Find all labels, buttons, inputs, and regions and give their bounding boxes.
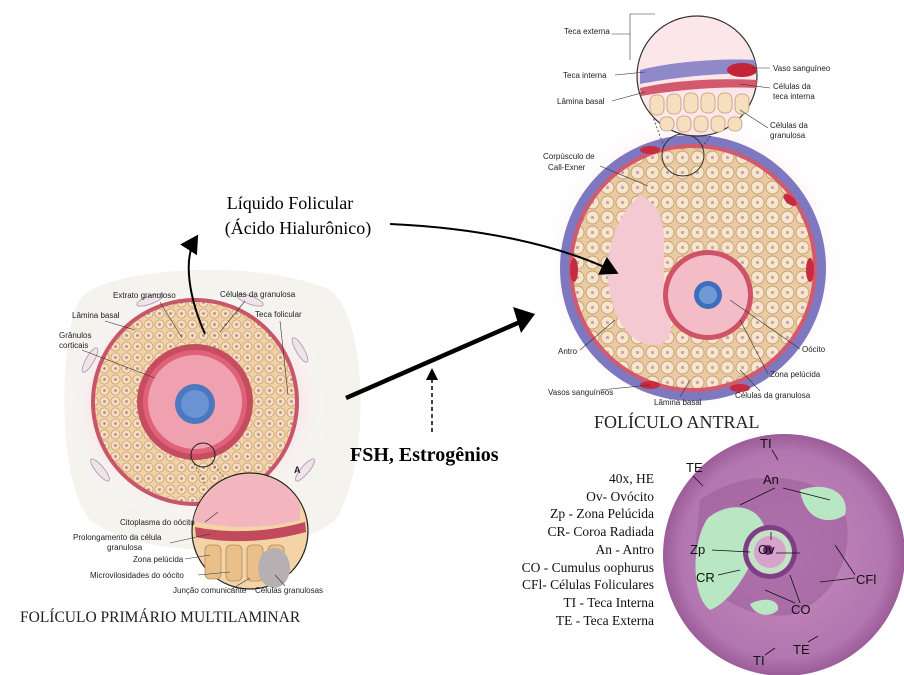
label-celulas-da-granulosa: Células da granulosa (735, 391, 811, 400)
legend-line: Ov- Ovócito (522, 488, 654, 506)
label-celulas-teca-2: teca interna (773, 92, 815, 101)
legend-line: CR- Coroa Radiada (522, 523, 654, 541)
legend-line: CO - Cumulus oophurus (522, 559, 654, 577)
label-celulas-gran-2: granulosa (770, 131, 806, 140)
label-granulos-2: corticais (59, 341, 88, 350)
label-antro: Antro (558, 347, 578, 356)
primary-inset (192, 473, 308, 589)
label-lamina-basal: Lâmina basal (72, 311, 120, 320)
legend-line: TI - Teca Interna (522, 594, 654, 612)
label-ov: Ov (758, 542, 775, 557)
legend-line: Zp - Zona Pelúcida (522, 505, 654, 523)
label-celulas-gran-1: Células da (770, 121, 808, 130)
label-te-top: TE (686, 460, 703, 475)
label-lamina-basal-top: Lâmina basal (557, 97, 605, 106)
label-prolongamento-1: Prolongamento da célula (73, 533, 162, 542)
label-ti-top: TI (760, 436, 772, 451)
label-zp: Zp (690, 542, 705, 557)
label-ti-bottom: TI (753, 653, 765, 668)
label-prolongamento-2: granulosa (107, 543, 143, 552)
label-teca-interna: Teca interna (563, 71, 607, 80)
label-extrato: Extrato granuloso (113, 291, 176, 300)
label-celulas-granulosa: Células da granulosa (220, 290, 296, 299)
abbreviation-legend: 40x, HE Ov- Ovócito Zp - Zona Pelúcida C… (522, 470, 654, 629)
label-celulas-granulosas: Células granulosas (255, 586, 323, 595)
label-corpusculo-2: Call-Exner (548, 163, 586, 172)
label-microvilosidades: Microvilosidades do oócito (90, 571, 184, 580)
label-teca-folicular: Teca folicular (255, 310, 302, 319)
label-an: An (763, 472, 779, 487)
label-juncao: Junção comunicante (173, 586, 247, 595)
label-lamina-basal-bottom: Lâmina basal (654, 398, 702, 407)
label-cr: CR (696, 570, 715, 585)
label-corpusculo-1: Corpúsculo de (543, 152, 595, 161)
label-oocito: Oócito (802, 345, 826, 354)
antral-inset (637, 16, 757, 136)
main-arrow (346, 322, 520, 398)
label-cfl: CFl (856, 572, 876, 587)
legend-line: An - Antro (522, 541, 654, 559)
main-arrow-head (513, 307, 535, 333)
hormone-arrow-head (426, 368, 438, 380)
fluid-label-line1: Líquido Folicular (227, 193, 353, 213)
legend-line: 40x, HE (522, 470, 654, 488)
panel-letter: A (294, 465, 301, 475)
label-celulas-teca-1: Células da (773, 82, 811, 91)
label-granulos-1: Grânulos (59, 331, 91, 340)
fluid-label-line2: (Ácido Hialurônico) (225, 217, 371, 239)
legend-line: TE - Teca Externa (522, 612, 654, 630)
hormone-label: FSH, Estrogênios (350, 444, 499, 466)
label-zona-pelucida: Zona pelúcida (770, 370, 821, 379)
antral-caption: FOLÍCULO ANTRAL (594, 411, 760, 432)
label-teca-externa: Teca externa (564, 27, 610, 36)
label-zona: Zona pelúcida (133, 555, 184, 564)
label-te-bottom: TE (793, 642, 810, 657)
label-co: CO (791, 602, 811, 617)
label-vasos: Vasos sanguíneos (548, 388, 613, 397)
legend-line: CFl- Células Foliculares (522, 576, 654, 594)
label-vaso: Vaso sanguíneo (773, 64, 831, 73)
primary-caption: FOLÍCULO PRIMÁRIO MULTILAMINAR (20, 609, 301, 626)
label-citoplasma: Citoplasma do oócito (120, 518, 195, 527)
